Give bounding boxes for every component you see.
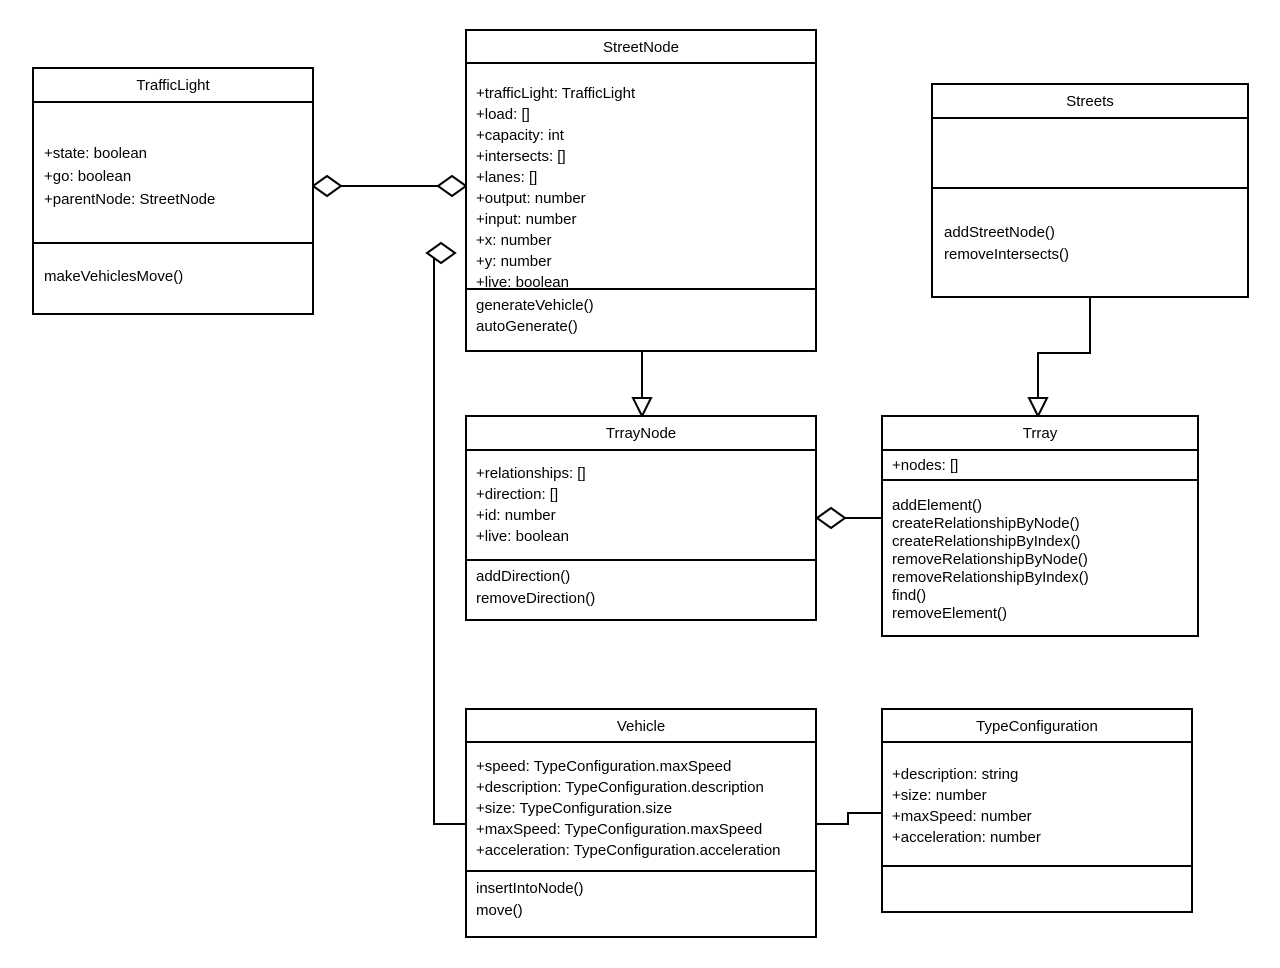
class-box-trray[interactable]: Trray +nodes: [] addElement() createRela… (881, 415, 1199, 637)
class-box-vehicle[interactable]: Vehicle +speed: TypeConfiguration.maxSpe… (465, 708, 817, 938)
attribute-row: +state: boolean (44, 145, 147, 162)
method-row: addDirection() (476, 568, 570, 585)
method-row: removeRelationshipByIndex() (892, 569, 1089, 586)
class-box-trafficlight[interactable]: TrafficLight +state: boolean +go: boolea… (32, 67, 314, 315)
attribute-row: +maxSpeed: number (892, 808, 1032, 825)
class-title-vehicle: Vehicle (617, 718, 665, 735)
hollow-diamond-icon (815, 506, 847, 530)
attribute-row: +nodes: [] (892, 457, 958, 474)
attribute-row: +load: [] (476, 106, 530, 123)
class-title-streetnode: StreetNode (603, 39, 679, 56)
attribute-row: +relationships: [] (476, 465, 586, 482)
attribute-row: +x: number (476, 232, 551, 249)
attribute-row: +direction: [] (476, 486, 558, 503)
attribute-row: +input: number (476, 211, 576, 228)
method-row: removeIntersects() (944, 246, 1069, 263)
method-row: removeDirection() (476, 590, 595, 607)
hollow-diamond-icon-right (436, 174, 468, 198)
hollow-diamond-icon (425, 241, 457, 265)
attribute-row: +speed: TypeConfiguration.maxSpeed (476, 758, 731, 775)
method-row: addElement() (892, 497, 982, 514)
attribute-row: +size: number (892, 787, 987, 804)
method-row: makeVehiclesMove() (44, 268, 183, 285)
attribute-row: +live: boolean (476, 528, 569, 545)
relationship-streetnode-vehicle[interactable] (425, 241, 466, 825)
attribute-row: +capacity: int (476, 127, 565, 144)
method-row: createRelationshipByIndex() (892, 533, 1080, 550)
method-row: move() (476, 902, 523, 919)
hollow-triangle-icon (1027, 397, 1049, 419)
class-title-typeconfiguration: TypeConfiguration (976, 718, 1098, 735)
relationship-trafficlight-streetnode[interactable] (311, 174, 468, 198)
method-row: removeElement() (892, 605, 1007, 622)
attribute-row: +output: number (476, 190, 586, 207)
hollow-triangle-icon (631, 397, 653, 419)
method-row: createRelationshipByNode() (892, 515, 1080, 532)
attribute-row: +acceleration: number (892, 829, 1041, 846)
attribute-row: +parentNode: StreetNode (44, 191, 215, 208)
attribute-row: +size: TypeConfiguration.size (476, 800, 672, 817)
class-title-trraynode: TrrayNode (606, 425, 676, 442)
relationship-trraynode-trray[interactable] (815, 506, 882, 530)
method-row: generateVehicle() (476, 297, 594, 314)
attribute-row: +acceleration: TypeConfiguration.acceler… (476, 842, 781, 859)
attribute-row: +maxSpeed: TypeConfiguration.maxSpeed (476, 821, 762, 838)
attribute-row: +intersects: [] (476, 148, 566, 165)
class-box-trraynode[interactable]: TrrayNode +relationships: [] +direction:… (465, 415, 817, 621)
attribute-row: +description: string (892, 766, 1018, 783)
class-box-streetnode[interactable]: StreetNode +trafficLight: TrafficLight +… (465, 29, 817, 352)
method-row: removeRelationshipByNode() (892, 551, 1088, 568)
attribute-row: +go: boolean (44, 168, 131, 185)
attribute-row: +y: number (476, 253, 551, 270)
attribute-row: +trafficLight: TrafficLight (476, 85, 636, 102)
class-title-streets: Streets (1066, 93, 1114, 110)
class-title-trray: Trray (1023, 425, 1058, 442)
method-row: autoGenerate() (476, 318, 578, 335)
attribute-row: +live: boolean (476, 274, 569, 291)
class-box-typeconfiguration[interactable]: TypeConfiguration +description: string +… (881, 708, 1193, 913)
class-title-trafficlight: TrafficLight (136, 77, 210, 94)
hollow-diamond-icon-left (311, 174, 343, 198)
method-row: insertIntoNode() (476, 880, 584, 897)
relationship-vehicle-typeconfiguration[interactable] (816, 812, 882, 825)
relationship-streetnode-trraynode[interactable] (631, 351, 653, 419)
relationship-streets-trray[interactable] (1027, 297, 1091, 419)
method-row: find() (892, 587, 926, 604)
class-box-streets[interactable]: Streets addStreetNode() removeIntersects… (931, 83, 1249, 298)
method-row: addStreetNode() (944, 224, 1055, 241)
attribute-row: +description: TypeConfiguration.descript… (476, 779, 764, 796)
attribute-row: +lanes: [] (476, 169, 537, 186)
attribute-row: +id: number (476, 507, 556, 524)
